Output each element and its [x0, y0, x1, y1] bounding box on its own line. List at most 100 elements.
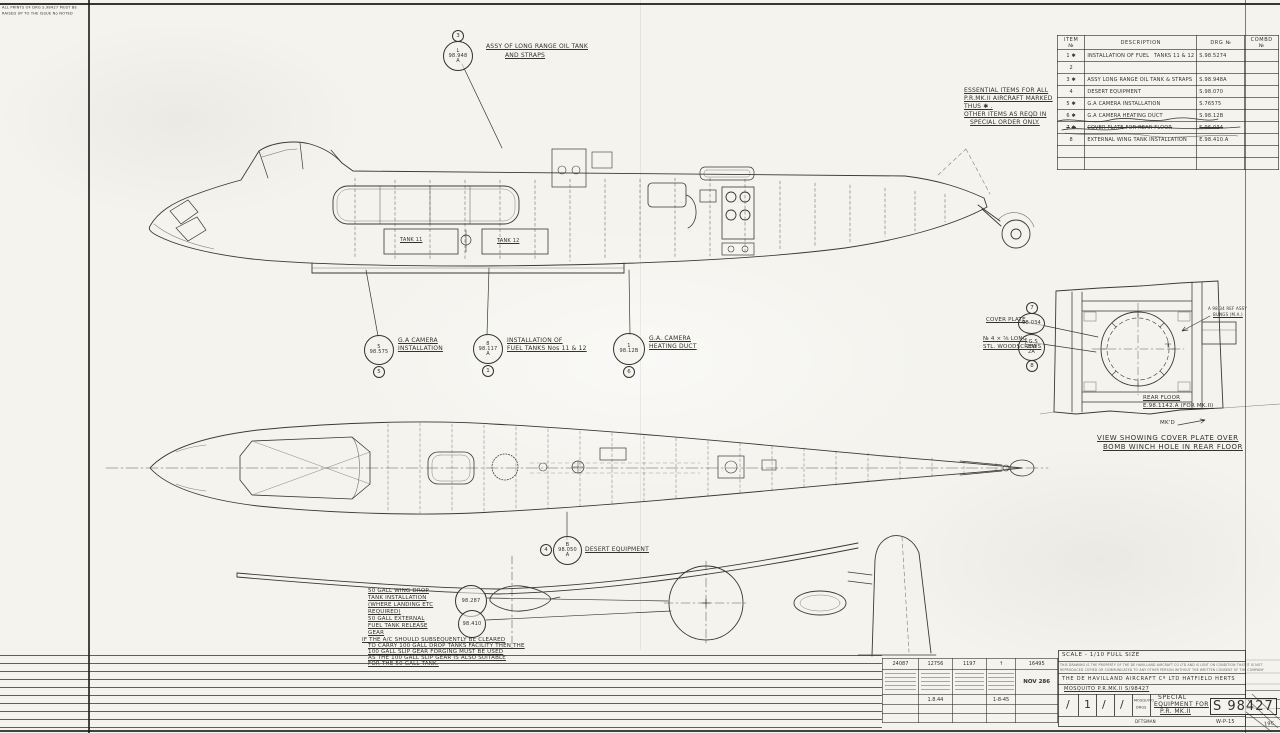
rev-value-1: 24087: [882, 658, 919, 670]
drop-tank-note-l4: REQUIRED): [368, 609, 401, 615]
rev-fine-print: [988, 673, 1014, 691]
callout-camera-install-balloon: 5 98.575: [364, 335, 394, 365]
release-gear-code: 98.410: [462, 620, 482, 627]
slip-gear-para-l2: TO CARRY 100 GALL DROP TANKS FACILITY TH…: [368, 643, 525, 649]
callout-desert-balloon: B 98.050 A: [553, 536, 582, 565]
drop-tank-note-l3: (WHERE LANDING ETC: [368, 602, 434, 608]
callout-fuel-tanks-item-circle: 1: [482, 365, 494, 377]
drawing-title-line1: SPECIAL: [1158, 694, 1187, 701]
desert-item: 4: [544, 547, 548, 553]
detail-ref-label1: A 98.34 REF ASSY: [1208, 306, 1248, 311]
desert-code: 98.050: [558, 547, 577, 553]
drawing-title-line3: P.R. MK.II: [1160, 708, 1191, 715]
heating-duct-label1: G.A. CAMERA: [649, 335, 691, 342]
fuel-tanks-code: 98.117: [478, 345, 498, 352]
title-block: [1058, 650, 1246, 727]
parts-table: ITEM № DESCRIPTION DRG № COMBD № 1 ✱ INS…: [1056, 35, 1279, 170]
legal-line2: REPRODUCED COPIED OR COMMUNICATED TO ANY…: [1060, 668, 1264, 672]
issue-cell-4: /: [1120, 698, 1124, 711]
rev-value-2: 12756: [917, 658, 953, 670]
rev-date-1: 1.8.44: [917, 694, 953, 705]
table-row: [1056, 157, 1279, 170]
release-gear-note-l1: 50 GALL EXTERNAL: [368, 616, 425, 622]
corner-note-line1: ALL PRINTS OF DRG S.98427 MUST BE: [2, 5, 78, 10]
callout-oil-tank-top: L: [456, 47, 460, 54]
rev-date-2: 1-8-45: [985, 694, 1017, 705]
header-drg: DRG №: [1196, 35, 1246, 50]
draughtsman-label: DFTSMAN: [1135, 719, 1156, 724]
project-line: MOSQUITO P.R.MK.II S/98427: [1064, 686, 1150, 692]
desert-bot: A: [565, 552, 570, 558]
drop-tank-note-l2: TANK INSTALLATION: [368, 595, 427, 601]
camera-install-top: 5: [377, 344, 381, 350]
stamp-mosquito: MOSQUITO: [1134, 698, 1155, 703]
stamp-drgs: DRGS: [1136, 705, 1147, 710]
table-row: 6 ✱ G.A CAMERA HEATING DUCT S.98.12B: [1056, 109, 1279, 122]
issue-cell-3: /: [1102, 698, 1106, 711]
table-row: [1056, 145, 1279, 158]
detail-ref-label2: BUNGS (M.A.): [1213, 312, 1243, 317]
company-name: THE DE HAVILLAND AIRCRAFT Cº LTD HATFIEL…: [1062, 676, 1236, 682]
camera-install-code: 98.575: [369, 349, 389, 355]
parts-table-header: ITEM № DESCRIPTION DRG № COMBD №: [1056, 35, 1279, 50]
legal-line1: THIS DRAWING IS THE PROPERTY OF THE DE H…: [1060, 663, 1263, 667]
slip-gear-para-l1: IF THE A/C SHOULD SUBSEQUENTLY BE CLEARE…: [362, 637, 506, 643]
bottom-edge-line: [0, 730, 1280, 732]
tank12-label: TANK 12: [497, 238, 520, 244]
fuel-tanks-top: 8: [486, 340, 490, 347]
camera-install-item: 5: [377, 369, 381, 375]
woodscrews-note2: STL. WOODSCREWS: [983, 344, 1042, 350]
issue-cell-2: 1: [1084, 698, 1092, 711]
table-row: 5 ✱ G.A CAMERA INSTALLATION S.76575: [1056, 97, 1279, 110]
woodscrews-top: J.G.S: [1025, 339, 1038, 345]
scale-note: SCALE - 1/10 FULL SIZE: [1062, 652, 1140, 658]
issue-cell-1: /: [1066, 698, 1070, 711]
woodscrews-item: 8: [1030, 363, 1034, 369]
camera-install-label2: INSTALLATION: [398, 345, 443, 352]
woodscrews-code: 280: [1026, 344, 1037, 350]
desert-label: DESERT EQUIPMENT: [585, 546, 649, 553]
bottom-ruled-band: [0, 655, 882, 731]
cover-plate-code: 98.034: [1022, 320, 1041, 326]
callout-oil-tank-index: 3: [456, 33, 460, 39]
slip-gear-para-l5: FOR THE 50 GALL TANK.: [368, 661, 439, 667]
callout-oil-tank-bot: A: [456, 57, 460, 64]
cover-plate-index: 7: [1030, 305, 1034, 311]
rev-fine-print: [884, 673, 917, 691]
rev-value-3: 1197: [951, 658, 987, 670]
heating-duct-label2: HEATING DUCT: [649, 343, 697, 350]
callout-oil-tank-balloon: L 98.948 A: [443, 41, 473, 71]
essential-l3: THUS ✱ .: [964, 103, 993, 110]
callout-heating-duct-item-circle: 6: [623, 366, 635, 378]
table-row-struck: 7 ✱ COVER PLATE FOR REAR FLOOR S.96.034: [1056, 121, 1279, 134]
header-combd: COMBD №: [1244, 35, 1279, 50]
rear-floor-drg: E.98.1142.A (FOR MK.II): [1143, 403, 1214, 409]
drop-tank-code: 98.287: [461, 597, 481, 604]
detail-outer-edge: [1053, 280, 1224, 415]
fuel-tanks-label1: INSTALLATION OF: [507, 337, 563, 344]
rev-stamp: NOV 286: [1015, 669, 1058, 695]
rear-floor-label: REAR FLOOR: [1143, 395, 1181, 401]
callout-camera-install-item-circle: 5: [373, 366, 385, 378]
callout-fuel-tanks-balloon: 8 98.117 A: [473, 334, 503, 364]
release-gear-note-l2: FUEL TANK RELEASE: [368, 623, 428, 629]
woodscrews-bot: 2A: [1027, 349, 1035, 355]
cover-plate-label: COVER PLATE: [986, 317, 1026, 323]
mkd-label: MK'D: [1160, 420, 1175, 426]
essential-l1: ESSENTIAL ITEMS FOR ALL: [964, 87, 1049, 94]
fuel-tanks-item: 1: [486, 368, 490, 374]
fin-outline: [871, 535, 932, 657]
tank11-label: TANK 11: [400, 237, 423, 243]
rev-value-4: 16495: [1015, 658, 1058, 670]
camera-install-label1: G.A CAMERA: [398, 337, 438, 344]
header-item: ITEM №: [1056, 35, 1086, 50]
release-gear-balloon: 98.410: [458, 610, 486, 638]
woodscrews-item-circle: 8: [1026, 360, 1038, 372]
header-description: DESCRIPTION: [1084, 35, 1198, 50]
print-code: W-P-15: [1216, 719, 1235, 725]
callout-heating-duct-balloon: 1 98.12B: [613, 333, 645, 365]
slip-gear-para-l4: AS THE 100 GALL SLIP GEAR IS ALSO SUITAB…: [368, 655, 506, 661]
center-fold-line: [640, 0, 641, 650]
